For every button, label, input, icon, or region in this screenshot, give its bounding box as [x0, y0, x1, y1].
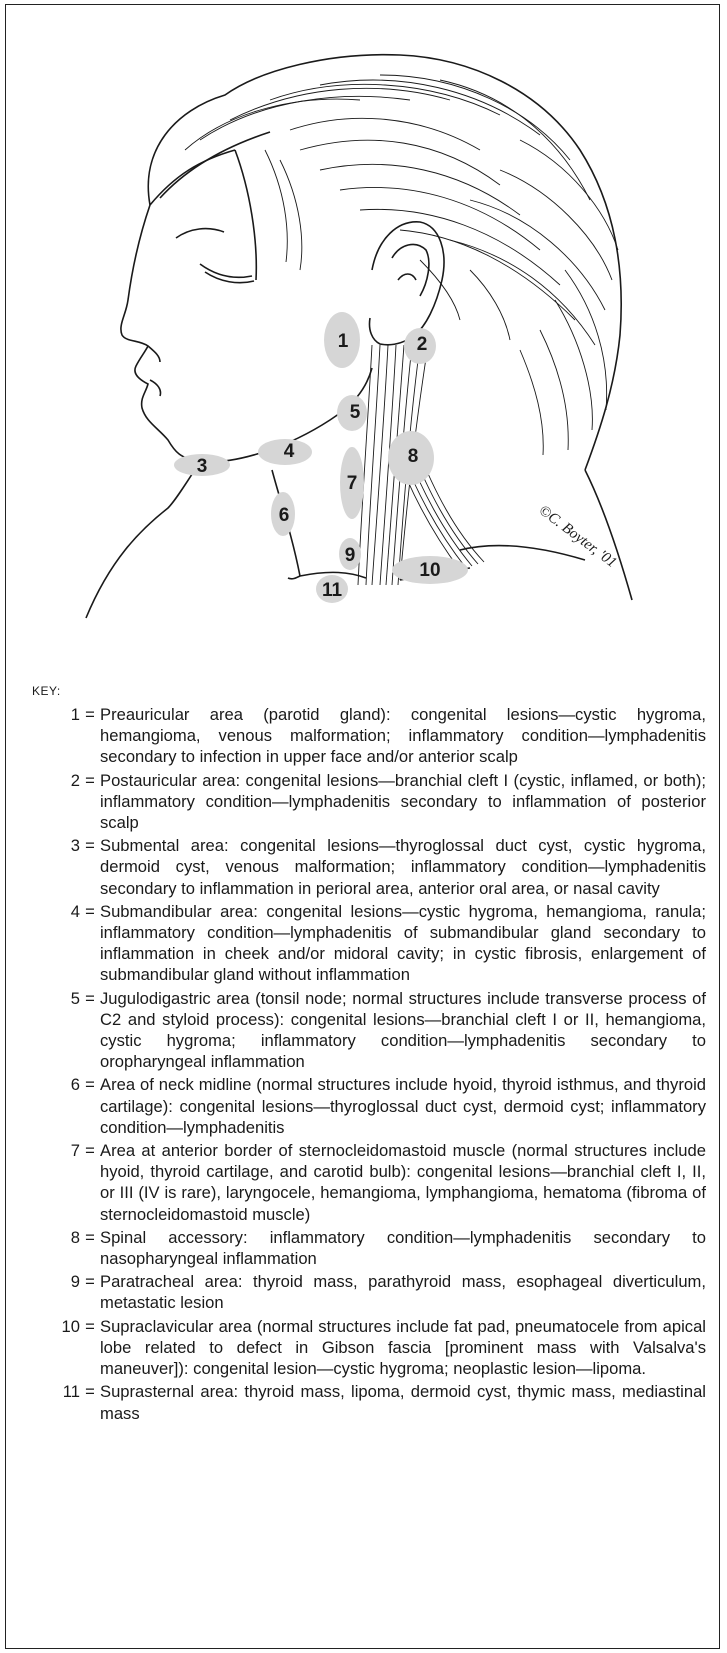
key-item-text: Postauricular area: congenital lesions—b…	[100, 770, 712, 834]
key-item-text: Submental area: congenital lesions—thyro…	[100, 835, 712, 899]
key-item-equals: =	[80, 1140, 100, 1225]
key-item-number: 6	[32, 1074, 80, 1138]
region-10-label: 10	[419, 560, 440, 581]
head-neck-illustration: 1 2 3 4 5 6 7 8 9 10 11 ©C. Boyter, '01	[0, 0, 727, 650]
region-3-label: 3	[197, 456, 208, 477]
key-section: KEY: 1=Preauricular area (parotid gland)…	[32, 684, 712, 1426]
key-item: 2=Postauricular area: congenital lesions…	[32, 770, 712, 834]
key-item: 4=Submandibular area: congenital lesions…	[32, 901, 712, 986]
key-item-number: 3	[32, 835, 80, 899]
ear	[369, 222, 443, 345]
key-item-text: Area of neck midline (normal structures …	[100, 1074, 712, 1138]
child-profile-drawing: 1 2 3 4 5 6 7 8 9 10 11 ©C. Boyter, '01	[0, 0, 727, 650]
key-item: 10=Supraclavicular area (normal structur…	[32, 1316, 712, 1380]
region-2-label: 2	[417, 334, 428, 355]
key-item-text: Spinal accessory: inflammatory condition…	[100, 1227, 712, 1269]
region-5-label: 5	[350, 402, 361, 423]
key-item: 11=Suprasternal area: thyroid mass, lipo…	[32, 1381, 712, 1423]
key-item-text: Submandibular area: congenital lesions—c…	[100, 901, 712, 986]
key-item: 1=Preauricular area (parotid gland): con…	[32, 704, 712, 768]
key-list: 1=Preauricular area (parotid gland): con…	[32, 704, 712, 1424]
key-item: 6=Area of neck midline (normal structure…	[32, 1074, 712, 1138]
region-4-label: 4	[284, 441, 295, 462]
key-item-equals: =	[80, 835, 100, 899]
artist-credit: ©C. Boyter, '01	[536, 502, 620, 571]
key-item-number: 2	[32, 770, 80, 834]
key-item-equals: =	[80, 1074, 100, 1138]
key-item-number: 10	[32, 1316, 80, 1380]
hair	[148, 55, 621, 470]
key-item-equals: =	[80, 901, 100, 986]
key-item-number: 5	[32, 988, 80, 1073]
key-item-number: 9	[32, 1271, 80, 1313]
key-item-number: 7	[32, 1140, 80, 1225]
key-item-number: 4	[32, 901, 80, 986]
key-item-equals: =	[80, 1271, 100, 1313]
key-item-equals: =	[80, 1316, 100, 1380]
key-item-text: Paratracheal area: thyroid mass, parathy…	[100, 1271, 712, 1313]
key-item-text: Supraclavicular area (normal structures …	[100, 1316, 712, 1380]
key-item: 3=Submental area: congenital lesions—thy…	[32, 835, 712, 899]
region-11-label: 11	[322, 580, 343, 601]
key-item-equals: =	[80, 704, 100, 768]
key-item: 9=Paratracheal area: thyroid mass, parat…	[32, 1271, 712, 1313]
key-item-text: Area at anterior border of sternocleidom…	[100, 1140, 712, 1225]
key-item-equals: =	[80, 988, 100, 1073]
key-item-number: 8	[32, 1227, 80, 1269]
region-6-label: 6	[279, 505, 290, 526]
region-9-label: 9	[345, 545, 356, 566]
key-item: 8=Spinal accessory: inflammatory conditi…	[32, 1227, 712, 1269]
key-item-equals: =	[80, 1381, 100, 1423]
key-item-text: Jugulodigastric area (tonsil node; norma…	[100, 988, 712, 1073]
key-item-text: Suprasternal area: thyroid mass, lipoma,…	[100, 1381, 712, 1423]
key-item-number: 11	[32, 1381, 80, 1423]
region-7-label: 7	[347, 473, 358, 494]
key-item-text: Preauricular area (parotid gland): conge…	[100, 704, 712, 768]
key-item: 5=Jugulodigastric area (tonsil node; nor…	[32, 988, 712, 1073]
key-item: 7=Area at anterior border of sternocleid…	[32, 1140, 712, 1225]
key-label: KEY:	[32, 684, 712, 698]
region-1-label: 1	[338, 331, 349, 352]
region-8-label: 8	[408, 446, 419, 467]
key-item-equals: =	[80, 770, 100, 834]
key-item-number: 1	[32, 704, 80, 768]
key-item-equals: =	[80, 1227, 100, 1269]
